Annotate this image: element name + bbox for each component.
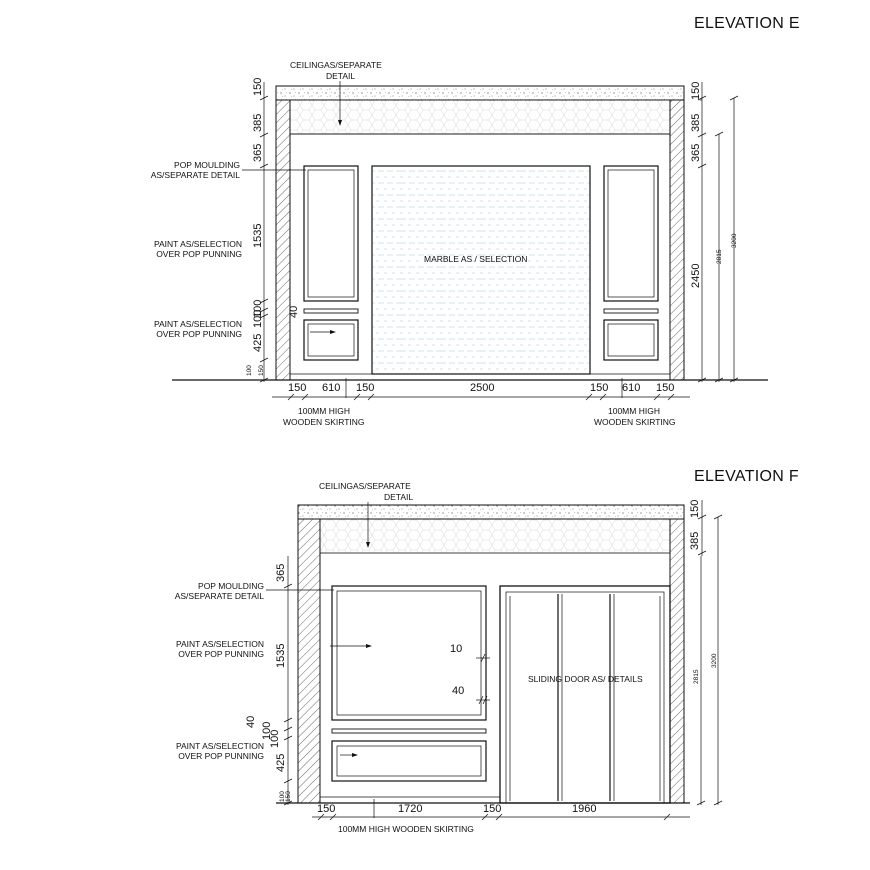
e-left-upper-panel bbox=[303, 165, 359, 302]
e-right-upper-panel bbox=[603, 165, 659, 302]
f-false-ceiling bbox=[319, 518, 671, 554]
f-dim-bottom-1720: 1720 bbox=[398, 803, 422, 815]
f-door-note: SLIDING DOOR AS/ DETAILS bbox=[528, 674, 643, 684]
f-dim-bottom-150b: 150 bbox=[483, 803, 501, 815]
f-dim-left-150: 150 bbox=[285, 791, 292, 802]
e-dim-bottom-150b: 150 bbox=[356, 382, 374, 394]
e-dim-left-425: 425 bbox=[252, 334, 264, 352]
f-lower-panel bbox=[331, 740, 487, 782]
f-dim-inner-40: 40 bbox=[452, 685, 464, 697]
f-sliding-door bbox=[499, 585, 671, 804]
e-dim-right-150: 150 bbox=[690, 82, 702, 100]
e-dim-bottom-610b: 610 bbox=[622, 382, 640, 394]
e-right-rail bbox=[603, 308, 659, 314]
f-rail bbox=[331, 728, 487, 734]
elevation-f-title: ELEVATION F bbox=[694, 468, 799, 485]
e-dim-bottom-610a: 610 bbox=[322, 382, 340, 394]
elevation-e: ELEVATION E MARBLE AS / SELECTION CEILIN… bbox=[151, 15, 800, 427]
f-dim-left-100a: 100 bbox=[261, 722, 273, 740]
e-dim-bottom-150a: 150 bbox=[288, 382, 306, 394]
f-dim-right-385: 385 bbox=[689, 532, 701, 550]
e-dim-left-1535: 1535 bbox=[252, 224, 264, 248]
e-dim-left-100c: 100 bbox=[246, 365, 253, 376]
e-dim-bottom-150d: 150 bbox=[656, 382, 674, 394]
e-marble-note: MARBLE AS / SELECTION bbox=[424, 254, 527, 264]
f-dim-bottom-150a: 150 bbox=[317, 803, 335, 815]
f-dim-right-2815: 2815 bbox=[693, 669, 700, 684]
e-left-wall bbox=[275, 99, 291, 381]
f-dim-right-150: 150 bbox=[689, 500, 701, 518]
e-dim-left-100b: 100 bbox=[252, 310, 264, 328]
f-left-wall bbox=[297, 518, 321, 804]
f-right-wall bbox=[669, 518, 685, 804]
e-right-wall bbox=[669, 99, 685, 381]
e-dim-right-3200: 3200 bbox=[731, 233, 738, 248]
e-dim-left-150b: 150 bbox=[258, 365, 265, 376]
e-left-rail bbox=[303, 308, 359, 314]
e-dim-left-100a: 100 bbox=[252, 300, 264, 318]
e-dim-left-40: 40 bbox=[288, 306, 300, 318]
e-dim-left-150: 150 bbox=[252, 78, 264, 96]
e-dim-right-2815: 2815 bbox=[716, 249, 723, 264]
e-dim-left-385: 385 bbox=[252, 114, 264, 132]
f-skirting-note: 100MM HIGH WOODEN SKIRTING bbox=[338, 824, 474, 834]
e-dim-left-365: 365 bbox=[252, 144, 264, 162]
elevation-e-title: ELEVATION E bbox=[694, 15, 800, 32]
f-ceiling-slab bbox=[297, 504, 685, 520]
f-dim-left-40: 40 bbox=[245, 716, 257, 728]
f-upper-panel bbox=[331, 585, 487, 721]
e-dim-bottom-150c: 150 bbox=[590, 382, 608, 394]
e-dim-right-365: 365 bbox=[690, 144, 702, 162]
e-false-ceiling bbox=[289, 99, 671, 135]
e-ceiling-slab bbox=[275, 85, 685, 101]
f-dim-inner-10: 10 bbox=[450, 643, 462, 655]
f-dim-left-365: 365 bbox=[275, 564, 287, 582]
f-dim-left-100c: 100 bbox=[279, 791, 286, 802]
elevation-f: ELEVATION F SLIDING DOOR AS/ DETAILS 10 bbox=[175, 468, 799, 834]
e-right-lower-panel bbox=[603, 319, 659, 361]
f-dim-bottom-1960: 1960 bbox=[572, 803, 596, 815]
f-dim-left-1535: 1535 bbox=[275, 644, 287, 668]
e-dim-right-385: 385 bbox=[690, 114, 702, 132]
f-dim-left-100b: 100 bbox=[269, 730, 281, 748]
e-marble-panel bbox=[371, 165, 591, 375]
e-left-lower-panel bbox=[303, 319, 359, 361]
f-dim-left-425: 425 bbox=[275, 754, 287, 772]
e-dim-bottom-2500: 2500 bbox=[470, 382, 494, 394]
f-dim-right-3200: 3200 bbox=[711, 653, 718, 668]
e-dim-right-2450: 2450 bbox=[690, 264, 702, 288]
